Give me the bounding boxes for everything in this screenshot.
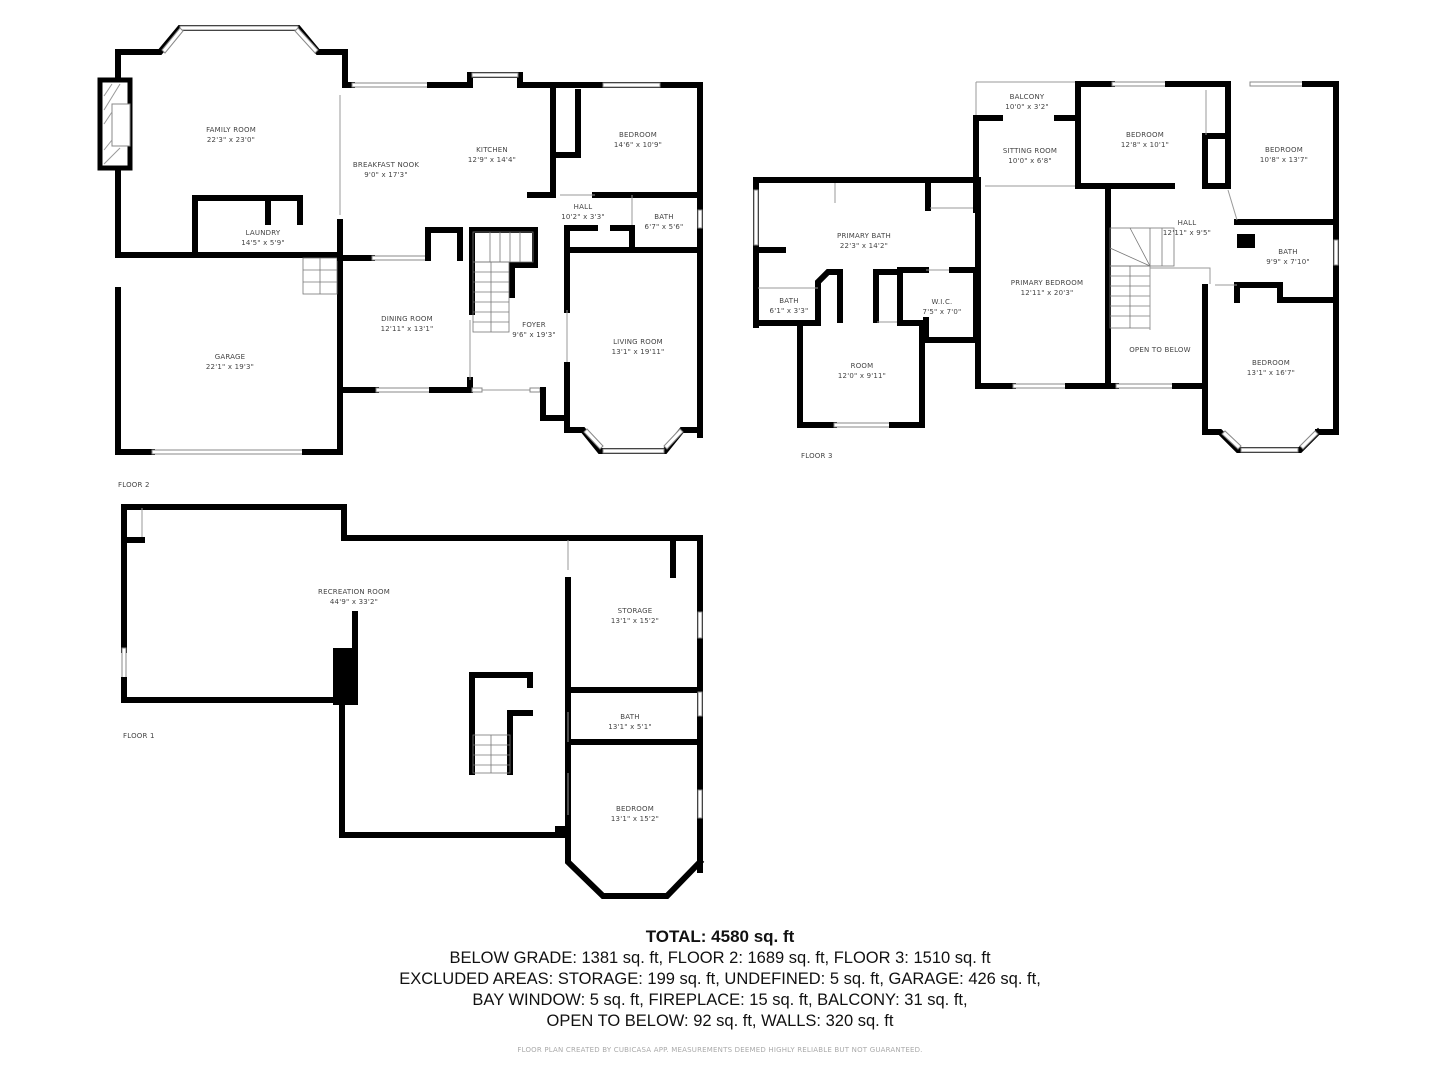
floor-1-label: FLOOR 1 — [123, 732, 155, 740]
floor-2-label: FLOOR 2 — [118, 481, 150, 489]
excluded-areas-line: EXCLUDED AREAS: STORAGE: 199 sq. ft, UND… — [399, 970, 1041, 988]
floor-3-label: FLOOR 3 — [801, 452, 833, 460]
disclaimer-footer: FLOOR PLAN CREATED BY CUBICASA APP. MEAS… — [517, 1046, 923, 1054]
excluded-areas-line: OPEN TO BELOW: 92 sq. ft, WALLS: 320 sq.… — [546, 1012, 894, 1030]
area-summary: TOTAL: 4580 sq. ft BELOW GRADE: 1381 sq.… — [0, 926, 1440, 1032]
excluded-areas-line: BAY WINDOW: 5 sq. ft, FIREPLACE: 15 sq. … — [472, 991, 968, 1009]
floor-1-walls — [121, 504, 705, 899]
room-label-wic: W.I.C.7'5" x 7'0" — [922, 298, 962, 316]
floor-2-walls — [97, 25, 703, 455]
area-breakdown-line: BELOW GRADE: 1381 sq. ft, FLOOR 2: 1689 … — [449, 949, 991, 967]
room-label-open-to-below: OPEN TO BELOW — [1129, 346, 1191, 354]
floor-3-walls — [753, 81, 1339, 453]
total-area: TOTAL: 4580 sq. ft — [645, 927, 795, 946]
